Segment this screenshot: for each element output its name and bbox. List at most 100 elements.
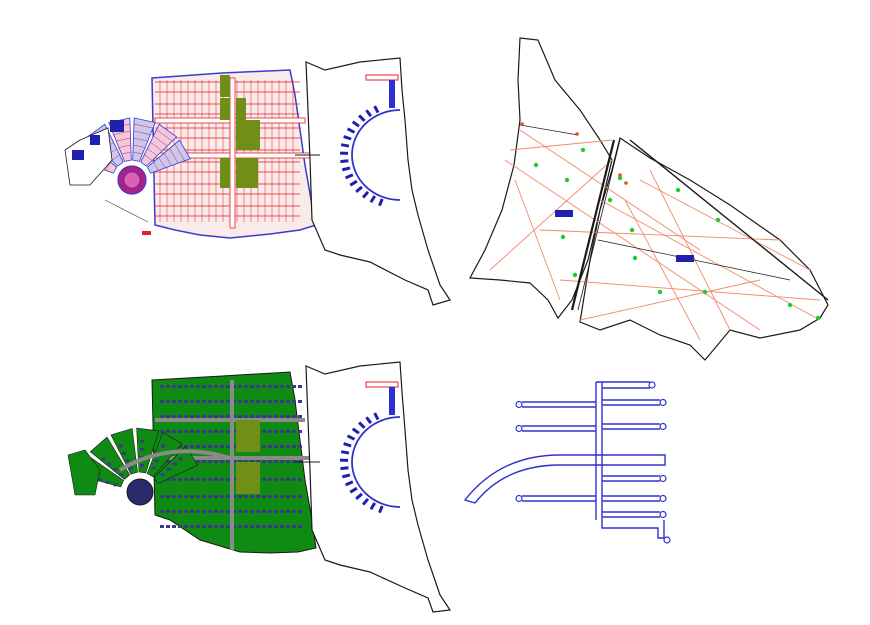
housing-unit bbox=[226, 495, 230, 498]
housing-unit bbox=[172, 415, 176, 418]
triangulation-line bbox=[489, 159, 613, 271]
circle-centre-icon bbox=[126, 478, 154, 506]
housing-unit bbox=[268, 495, 272, 498]
green-wedge bbox=[136, 427, 160, 474]
cluster-plot bbox=[121, 151, 132, 155]
cluster-plot bbox=[156, 129, 173, 142]
cul-de-sac bbox=[515, 494, 523, 503]
cluster-plot bbox=[150, 142, 163, 152]
housing-unit bbox=[274, 400, 278, 403]
housing-unit bbox=[172, 510, 176, 513]
crescent-unit bbox=[369, 195, 377, 204]
triangulation-line bbox=[599, 199, 821, 321]
housing-unit bbox=[214, 510, 218, 513]
crescent-unit bbox=[345, 480, 354, 487]
housing-unit bbox=[208, 478, 212, 481]
housing-unit bbox=[268, 478, 272, 481]
crescent-arc bbox=[351, 109, 401, 201]
housing-unit bbox=[178, 400, 182, 403]
triangulation-line bbox=[559, 279, 821, 301]
crescent-unit bbox=[341, 166, 351, 172]
cluster-plot bbox=[158, 157, 166, 169]
wing-outline bbox=[64, 127, 113, 186]
housing-unit bbox=[202, 460, 206, 463]
branch-road bbox=[602, 475, 660, 482]
housing-unit bbox=[172, 478, 176, 481]
cluster-plot bbox=[111, 154, 120, 161]
cluster-plot bbox=[113, 130, 131, 135]
housing-unit bbox=[256, 460, 260, 463]
housing-unit bbox=[262, 525, 266, 528]
entry-gate bbox=[365, 74, 399, 81]
building-block bbox=[90, 135, 100, 145]
housing-unit bbox=[286, 510, 290, 513]
cul-de-sac bbox=[659, 398, 667, 407]
housing-unit bbox=[262, 430, 266, 433]
triangulation-line bbox=[514, 179, 561, 301]
crescent-arc bbox=[351, 416, 401, 508]
housing-unit bbox=[190, 415, 194, 418]
housing-unit bbox=[196, 478, 200, 481]
curved-road bbox=[118, 449, 231, 472]
branch-road bbox=[602, 495, 660, 502]
scale-marker bbox=[142, 231, 151, 235]
dimension-line bbox=[104, 199, 149, 223]
housing-unit bbox=[220, 445, 224, 448]
site-outline-with-crescent-2[interactable] bbox=[295, 361, 452, 613]
building-marker bbox=[676, 255, 694, 262]
triangulation-line bbox=[639, 179, 811, 271]
crescent-unit bbox=[369, 502, 377, 511]
triangulation-line bbox=[649, 169, 731, 331]
housing-unit bbox=[250, 460, 254, 463]
open-space-strip bbox=[220, 158, 230, 188]
triangulation-line bbox=[509, 139, 613, 151]
survey-point bbox=[607, 197, 613, 203]
housing-unit bbox=[280, 495, 284, 498]
crescent-unit bbox=[351, 120, 360, 128]
housing-unit bbox=[184, 478, 188, 481]
green-block-west bbox=[67, 449, 101, 496]
housing-unit bbox=[298, 495, 302, 498]
survey-point bbox=[580, 147, 586, 153]
benchmark-point bbox=[618, 173, 622, 177]
housing-unit bbox=[286, 460, 290, 463]
housing-unit bbox=[280, 478, 284, 481]
housing-unit bbox=[238, 415, 242, 418]
housing-unit bbox=[196, 400, 200, 403]
landscape-master-plan[interactable] bbox=[67, 371, 317, 554]
branch-road bbox=[522, 495, 596, 502]
housing-unit bbox=[280, 430, 284, 433]
curved-housing-clusters bbox=[64, 117, 191, 186]
cluster-plot bbox=[169, 148, 179, 164]
housing-unit bbox=[286, 430, 290, 433]
crescent-unit bbox=[365, 109, 373, 118]
road-network-layout[interactable] bbox=[463, 381, 671, 544]
housing-unit bbox=[172, 495, 176, 498]
housing-unit bbox=[274, 525, 278, 528]
housing-unit bbox=[166, 415, 170, 418]
cluster-plot bbox=[105, 161, 111, 171]
housing-unit bbox=[256, 525, 260, 528]
cluster-plot bbox=[153, 135, 168, 147]
housing-unit bbox=[154, 459, 159, 463]
crescent-unit bbox=[349, 179, 358, 187]
cluster-plot bbox=[132, 151, 143, 155]
housing-unit bbox=[292, 510, 296, 513]
housing-unit bbox=[292, 460, 296, 463]
housing-unit bbox=[214, 430, 218, 433]
housing-unit bbox=[220, 525, 224, 528]
housing-unit bbox=[226, 430, 230, 433]
housing-unit bbox=[190, 510, 194, 513]
branch-road bbox=[522, 401, 596, 408]
housing-unit bbox=[190, 400, 194, 403]
site-outline-with-crescent[interactable] bbox=[295, 57, 451, 306]
housing-unit bbox=[140, 464, 144, 467]
housing-unit bbox=[113, 483, 118, 487]
circle-centre-inner bbox=[123, 171, 141, 189]
entry-gate bbox=[365, 381, 399, 388]
housing-unit bbox=[196, 460, 200, 463]
survey-triangulation-map[interactable] bbox=[469, 37, 829, 361]
housing-unit bbox=[196, 385, 200, 388]
central-green bbox=[236, 462, 260, 494]
housing-unit bbox=[125, 459, 130, 463]
